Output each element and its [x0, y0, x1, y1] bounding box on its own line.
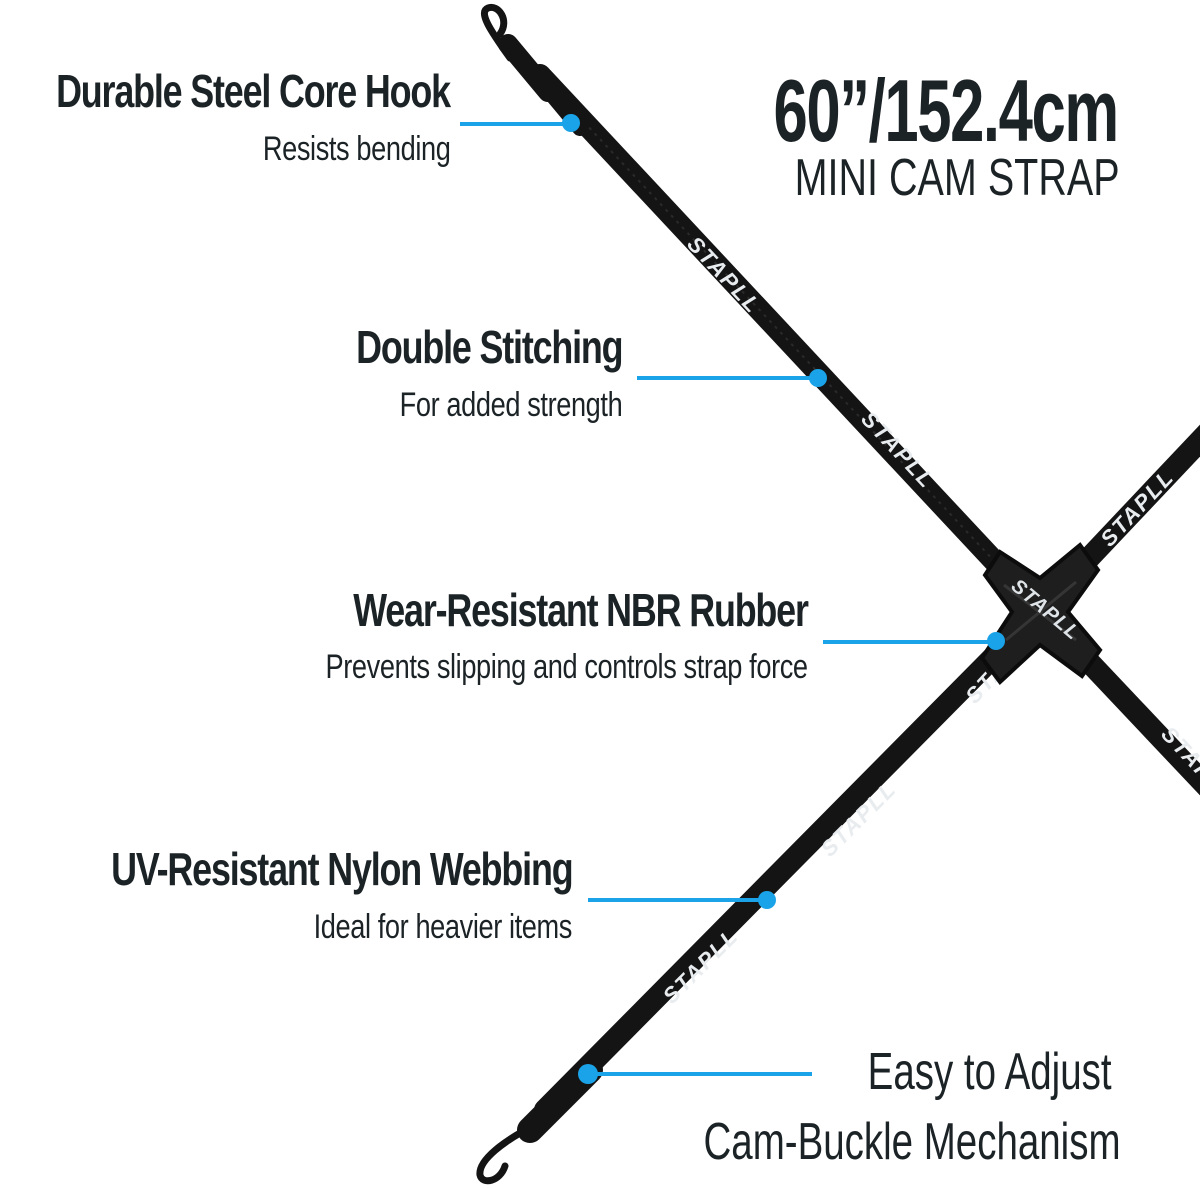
- callout-nylon-webbing: [588, 891, 776, 909]
- callout-cam-buckle: [578, 1064, 812, 1084]
- feature-subtitle-nylon-webbing: Ideal for heavier items: [313, 908, 573, 946]
- strap-brand-print: STAPLL: [658, 923, 744, 1009]
- feature-subtitle-steel-hook: Resists bending: [262, 130, 450, 168]
- feature-title-double-stitching: Double Stitching: [355, 321, 623, 373]
- strap-lower-left-segment: [534, 599, 1051, 1121]
- rubber-cross-pad: STAPLL: [979, 542, 1103, 685]
- feature-title-nbr-rubber: Wear-Resistant NBR Rubber: [353, 584, 809, 636]
- strap-brand-print: STAPLL: [1095, 464, 1179, 551]
- callout-double-stitching: [637, 369, 827, 387]
- product-length-heading: 60”/152.4cm: [773, 61, 1120, 160]
- feature-title-easy-adjust: Easy to Adjust: [868, 1043, 1112, 1101]
- strap-brand-print: STAPLL: [682, 231, 766, 318]
- strap-main-segment: [529, 64, 1051, 621]
- feature-title-steel-hook: Durable Steel Core Hook: [56, 65, 451, 117]
- product-name-heading: MINI CAM STRAP: [795, 149, 1120, 207]
- bottom-hook-icon: [476, 1057, 603, 1185]
- feature-subtitle-double-stitching: For added strength: [399, 386, 622, 424]
- feature-subtitle-nbr-rubber: Prevents slipping and controls strap for…: [325, 648, 809, 686]
- feature-subtitle-cam-buckle: Cam-Buckle Mechanism: [703, 1113, 1120, 1171]
- callout-nbr-rubber: [823, 632, 1005, 650]
- strap-brand-print: STAPLL: [856, 406, 940, 493]
- top-hook-icon: [480, 3, 588, 136]
- callout-steel-hook: [460, 114, 580, 132]
- feature-title-nylon-webbing: UV-Resistant Nylon Webbing: [110, 843, 573, 895]
